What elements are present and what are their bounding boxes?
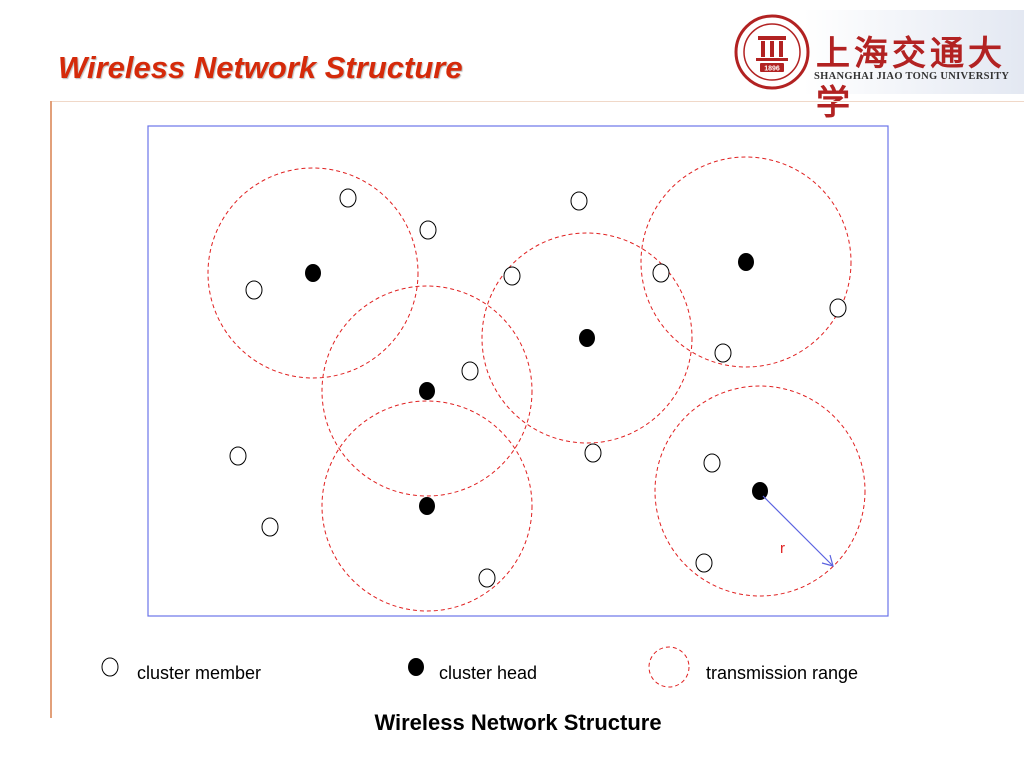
cluster-member-node: [245, 280, 263, 300]
legend-head-label: cluster head: [439, 663, 538, 683]
seal-year: 1896: [764, 66, 780, 73]
cluster-member-node: [503, 266, 521, 286]
legend-member-icon: [101, 657, 119, 677]
cluster-member-node: [339, 188, 357, 208]
legend-range-label: transmission range: [706, 663, 859, 683]
cluster-member-node: [714, 343, 732, 363]
university-logo: 1896 上海交通大学 SHANGHAI JIAO TONG UNIVERSIT…: [730, 10, 1024, 123]
transmission-range-circle: [640, 156, 852, 368]
network-field-border: [147, 125, 889, 617]
cluster-member-node: [261, 517, 279, 537]
header-divider: [50, 101, 1024, 102]
radius-arrow: [762, 495, 834, 567]
legend-range-icon: [648, 646, 690, 688]
figure-caption: Wireless Network Structure: [374, 710, 662, 735]
cluster-head-node: [305, 264, 321, 282]
legend-member-label: cluster member: [137, 663, 262, 683]
cluster-head-node: [579, 329, 595, 347]
cluster-member-node: [584, 443, 602, 463]
cluster-member-node: [461, 361, 479, 381]
radius-label: r: [780, 540, 785, 557]
cluster-member-node: [229, 446, 247, 466]
cluster-head-node: [738, 253, 754, 271]
transmission-range-circle: [207, 167, 419, 379]
transmission-range-circle: [654, 385, 866, 597]
cluster-head-node: [752, 482, 768, 500]
cluster-member-node: [570, 191, 588, 211]
legend-head-icon: [408, 658, 424, 676]
seal-icon: 1896: [734, 14, 810, 90]
transmission-range-circle: [481, 232, 693, 444]
cluster-member-node: [703, 453, 721, 473]
transmission-range-circle: [321, 285, 533, 497]
logo-banner: 1896: [730, 10, 1024, 94]
cluster-member-node: [419, 220, 437, 240]
cluster-member-node: [478, 568, 496, 588]
cluster-member-node: [829, 298, 847, 318]
university-name-en: SHANGHAI JIAO TONG UNIVERSITY: [814, 71, 1010, 82]
cluster-member-node: [695, 553, 713, 573]
page-title: Wireless Network Structure: [58, 50, 463, 85]
transmission-range-circle: [321, 400, 533, 612]
cluster-head-node: [419, 497, 435, 515]
cluster-member-node: [652, 263, 670, 283]
university-name-cn: 上海交通大学: [816, 34, 1006, 123]
left-accent-line: [50, 101, 52, 718]
cluster-head-node: [419, 382, 435, 400]
